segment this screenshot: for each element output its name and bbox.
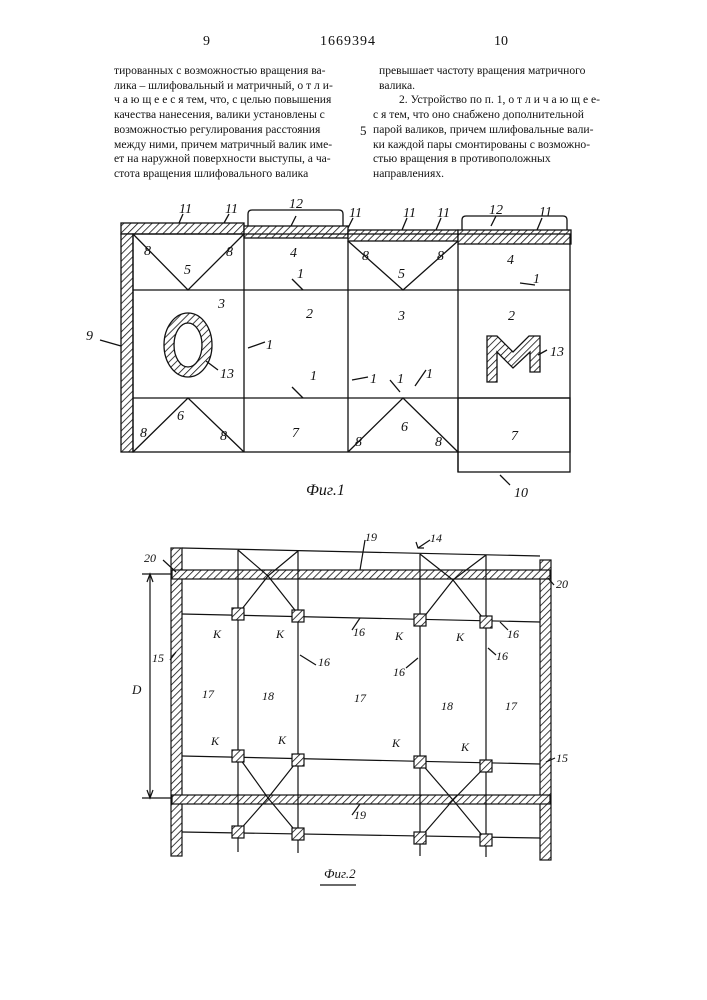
label-15: 15 xyxy=(556,751,568,765)
label-8: 8 xyxy=(226,245,233,260)
label-16: 16 xyxy=(318,655,330,669)
label-14: 14 xyxy=(430,531,442,545)
label-1: 1 xyxy=(297,267,304,282)
k-node xyxy=(480,834,492,846)
label-3: 3 xyxy=(397,309,405,324)
label-20: 20 xyxy=(144,551,156,565)
label-7: 7 xyxy=(511,429,519,444)
label-11: 11 xyxy=(225,202,238,217)
k-node xyxy=(414,614,426,626)
label-11: 11 xyxy=(437,206,450,221)
hatched-left-margin xyxy=(121,234,133,452)
figure-1 xyxy=(100,210,571,485)
label-3: 3 xyxy=(217,297,225,312)
label-k: К xyxy=(210,734,220,748)
k-node xyxy=(232,826,244,838)
label-12: 12 xyxy=(289,197,303,212)
label-17: 17 xyxy=(202,687,215,701)
label-k: К xyxy=(455,630,465,644)
k-node xyxy=(292,828,304,840)
label-11: 11 xyxy=(403,206,416,221)
label-19: 19 xyxy=(354,808,366,822)
label-1: 1 xyxy=(397,372,404,387)
label-8: 8 xyxy=(435,435,442,450)
label-13: 13 xyxy=(550,345,564,360)
label-7: 7 xyxy=(292,426,300,441)
label-20: 20 xyxy=(556,577,568,591)
label-18: 18 xyxy=(441,699,453,713)
label-6: 6 xyxy=(177,409,184,424)
label-5: 5 xyxy=(398,267,405,282)
label-2: 2 xyxy=(306,307,313,322)
label-10: 10 xyxy=(514,486,528,501)
letter-m-relief xyxy=(487,336,540,382)
k-node xyxy=(480,616,492,628)
k-node xyxy=(480,760,492,772)
letter-glyphs: O M xyxy=(188,345,513,360)
hatched-top-strip xyxy=(244,226,348,238)
label-1: 1 xyxy=(426,367,433,382)
k-node xyxy=(292,610,304,622)
side-band-15 xyxy=(171,548,182,856)
label-8: 8 xyxy=(220,429,227,444)
label-16: 16 xyxy=(353,625,365,639)
label-11: 11 xyxy=(349,206,362,221)
k-node xyxy=(414,756,426,768)
label-12: 12 xyxy=(489,203,503,218)
label-k: К xyxy=(394,629,404,643)
label-15: 15 xyxy=(152,651,164,665)
label-8: 8 xyxy=(355,435,362,450)
figure-1-caption: Фиг.1 xyxy=(306,482,345,499)
label-k: К xyxy=(391,736,401,750)
label-1: 1 xyxy=(370,372,377,387)
label-17: 17 xyxy=(505,699,518,713)
label-8: 8 xyxy=(140,426,147,441)
label-19: 19 xyxy=(365,530,377,544)
roller-19 xyxy=(172,795,550,804)
label-d: D xyxy=(131,682,142,697)
label-k: К xyxy=(275,627,285,641)
label-k: К xyxy=(277,733,287,747)
label-16: 16 xyxy=(507,627,519,641)
k-node xyxy=(232,608,244,620)
label-11: 11 xyxy=(539,205,552,220)
side-band-15 xyxy=(540,560,551,860)
label-1: 1 xyxy=(266,338,273,353)
k-node xyxy=(292,754,304,766)
label-1: 1 xyxy=(310,369,317,384)
roller-19 xyxy=(172,570,550,579)
label-18: 18 xyxy=(262,689,274,703)
label-k: К xyxy=(460,740,470,754)
label-5: 5 xyxy=(184,263,191,278)
label-16: 16 xyxy=(496,649,508,663)
label-9: 9 xyxy=(86,329,93,344)
k-node xyxy=(414,832,426,844)
hatched-top-strip xyxy=(121,223,244,234)
label-8: 8 xyxy=(144,244,151,259)
label-4: 4 xyxy=(507,253,514,268)
k-node xyxy=(232,750,244,762)
hatched-top-strip xyxy=(458,230,571,244)
label-k: К xyxy=(212,627,222,641)
label-1: 1 xyxy=(533,272,540,287)
label-6: 6 xyxy=(401,420,408,435)
label-2: 2 xyxy=(508,309,515,324)
label-16: 16 xyxy=(393,665,405,679)
label-4: 4 xyxy=(290,246,297,261)
label-13: 13 xyxy=(220,367,234,382)
label-8: 8 xyxy=(437,249,444,264)
label-17: 17 xyxy=(354,691,367,705)
hatched-top-strip xyxy=(348,230,458,241)
label-8: 8 xyxy=(362,249,369,264)
label-11: 11 xyxy=(179,202,192,217)
figure-2-caption: Фиг.2 xyxy=(324,866,356,881)
